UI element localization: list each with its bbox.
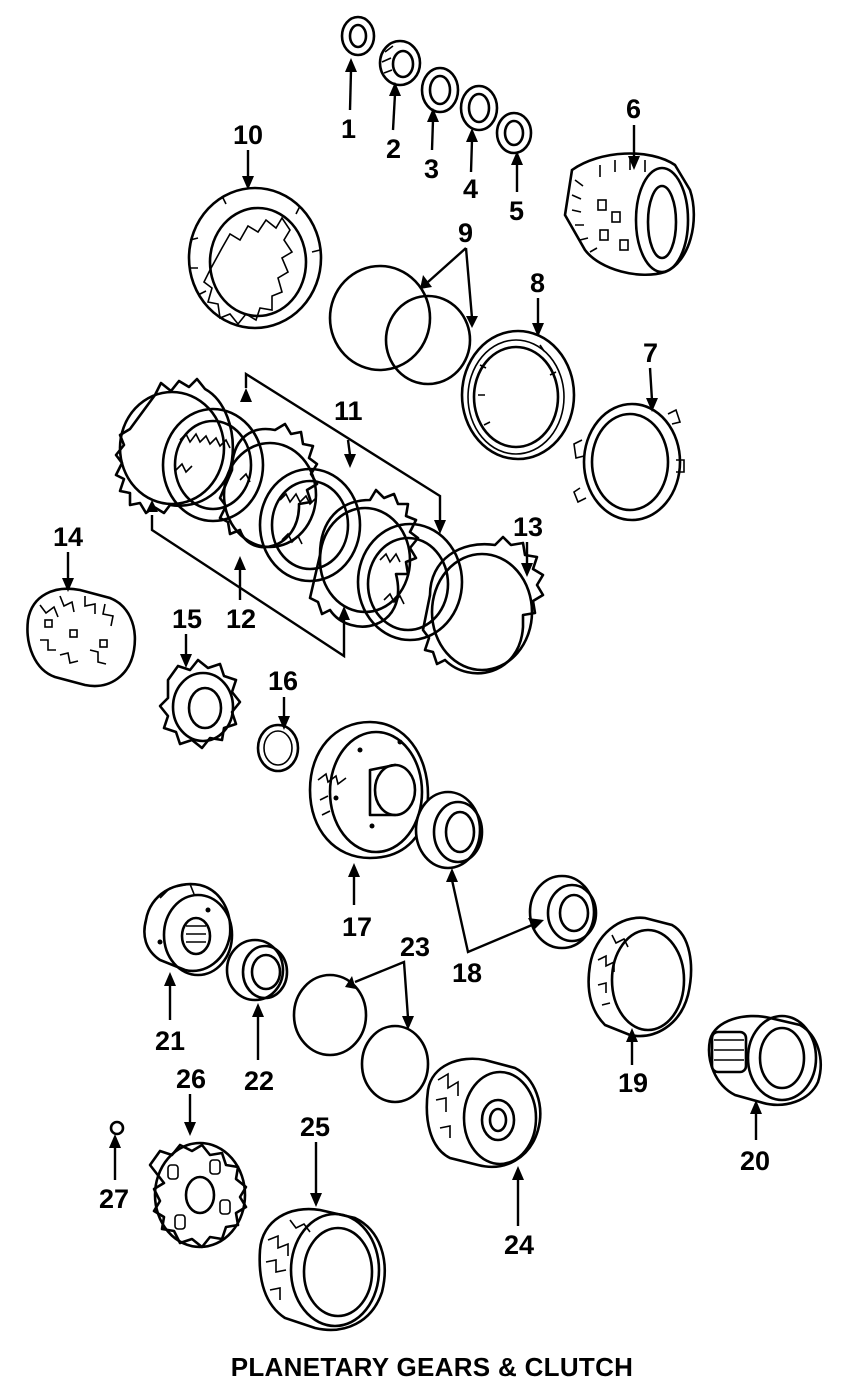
callout-24: 24	[504, 1230, 534, 1260]
callout-19: 19	[618, 1068, 648, 1098]
part-15-thrust-bearing	[158, 658, 242, 750]
part-9-seals	[328, 264, 472, 386]
part-14-sun-shell	[26, 587, 137, 688]
callout-17: 17	[342, 912, 372, 942]
part-11-12-clutch-pack	[114, 377, 464, 642]
part-13-pressure-plate	[421, 535, 545, 675]
callout-4: 4	[463, 174, 478, 204]
part-1-washer	[340, 15, 376, 57]
diagram-caption: PLANETARY GEARS & CLUTCH	[230, 1352, 634, 1382]
part-24-planetary-carrier	[425, 1057, 542, 1169]
callout-16: 16	[268, 666, 298, 696]
callout-9: 9	[458, 218, 473, 248]
part-10-clutch-hub	[187, 186, 323, 330]
part-17-gear-assembly	[308, 720, 430, 860]
callout-7: 7	[643, 338, 658, 368]
callout-5: 5	[509, 196, 524, 226]
callout-11: 11	[334, 396, 363, 426]
part-7-retainer	[573, 402, 685, 522]
callout-18: 18	[452, 958, 482, 988]
part-23-seal-rings	[292, 973, 430, 1104]
part-19-ring-gear	[587, 916, 693, 1038]
part-22-bearing	[225, 938, 289, 1002]
callout-12: 12	[226, 604, 256, 634]
callout-3: 3	[424, 154, 439, 184]
callout-21: 21	[155, 1026, 185, 1056]
callout-20: 20	[740, 1146, 770, 1176]
callout-13: 13	[513, 512, 543, 542]
part-6-clutch-drum	[563, 152, 696, 277]
part-3-washer	[420, 66, 460, 114]
callout-26: 26	[176, 1064, 206, 1094]
callout-22: 22	[244, 1066, 274, 1096]
part-26-carrier-plate	[148, 1141, 248, 1249]
callout-1: 1	[341, 114, 356, 144]
part-16-snap-ring	[256, 723, 300, 773]
callout-15: 15	[172, 604, 202, 634]
part-27-ball	[109, 1120, 125, 1136]
callout-8: 8	[530, 268, 545, 298]
part-8-piston	[460, 329, 576, 461]
part-18-bearings	[414, 790, 598, 950]
callout-23: 23	[400, 932, 430, 962]
part-21-sun-gear	[143, 882, 234, 977]
part-2-bearing	[378, 39, 422, 87]
callout-10: 10	[233, 120, 263, 150]
leader-lines	[62, 58, 762, 1226]
callout-2: 2	[386, 134, 401, 164]
callout-27: 27	[99, 1184, 129, 1214]
callout-6: 6	[626, 94, 641, 124]
callout-25: 25	[300, 1112, 330, 1142]
part-4-washer	[459, 84, 499, 132]
callout-numbers: 1 2 3 4 5 6 7 8 9 10 11 12 13 14 15 16 1…	[53, 94, 770, 1260]
part-20-output-carrier	[707, 1014, 822, 1107]
callout-14: 14	[53, 522, 83, 552]
part-25-clutch-assembly	[258, 1207, 386, 1332]
part-5-washer	[495, 111, 533, 155]
